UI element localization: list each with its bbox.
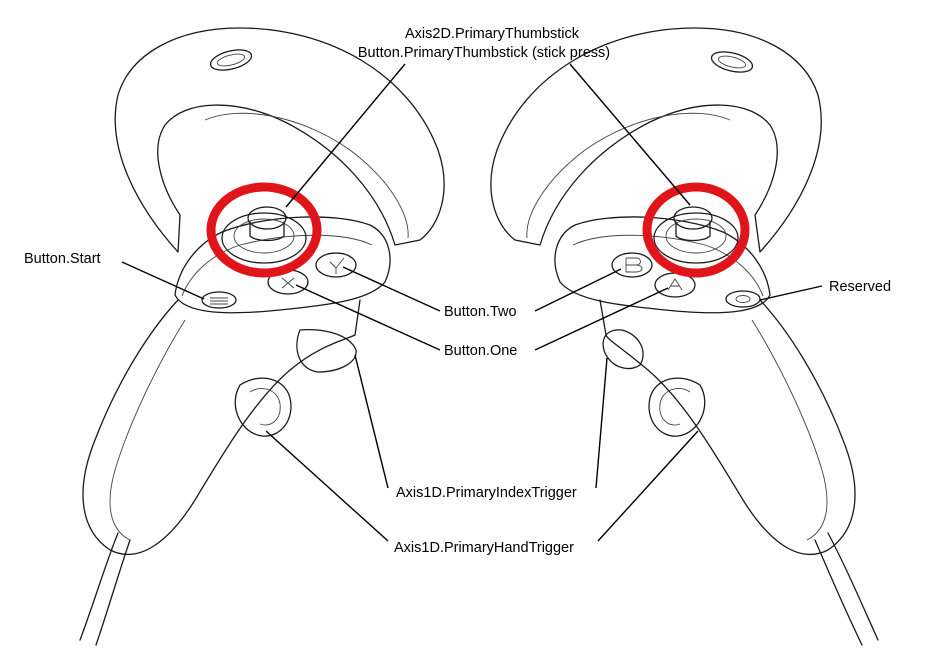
- left-ring-oval: [209, 49, 253, 71]
- leader-index-left: [354, 354, 389, 489]
- right-thumbstick-base: [653, 212, 739, 264]
- right-hand-trigger: [648, 377, 706, 437]
- right-grip: [599, 299, 856, 556]
- left-button-y: [315, 252, 357, 278]
- label-hand-trigger: Axis1D.PrimaryHandTrigger: [394, 540, 574, 556]
- left-cable: [79, 532, 131, 646]
- left-face-plate: [174, 216, 391, 314]
- left-tracking-ring: [114, 27, 445, 253]
- leader-start: [121, 261, 205, 300]
- label-start: Button.Start: [24, 251, 101, 267]
- right-thumbstick-cap: [673, 206, 713, 230]
- leader-thumbstick-right: [569, 63, 691, 206]
- right-tracking-ring: [490, 27, 822, 253]
- right-ring-oval: [710, 51, 754, 73]
- label-reserved: Reserved: [829, 279, 891, 295]
- leader-button-one-right: [534, 287, 669, 351]
- leader-button-two-right: [534, 268, 622, 312]
- leader-hand-left: [265, 430, 389, 542]
- label-button-one: Button.One: [444, 343, 517, 359]
- left-controller: [79, 27, 445, 646]
- label-thumbstick-press: Button.PrimaryThumbstick (stick press): [358, 45, 610, 61]
- leader-hand-right: [597, 430, 699, 542]
- left-menu-button: [201, 291, 237, 309]
- right-button-b: [611, 252, 653, 278]
- leader-thumbstick-left: [285, 63, 406, 208]
- label-thumbstick-axis: Axis2D.PrimaryThumbstick: [405, 26, 580, 42]
- left-grip: [82, 299, 361, 556]
- right-index-trigger: [602, 329, 644, 370]
- left-hand-trigger: [234, 377, 292, 437]
- leader-index-right: [595, 357, 608, 489]
- right-controller: [490, 27, 879, 646]
- label-index-trigger: Axis1D.PrimaryIndexTrigger: [396, 485, 577, 501]
- left-thumbstick-base: [221, 212, 307, 264]
- label-button-two: Button.Two: [444, 304, 517, 320]
- right-oculus-button: [725, 290, 761, 308]
- left-index-trigger: [296, 329, 357, 373]
- leader-reserved: [759, 285, 823, 301]
- right-cable: [814, 532, 879, 646]
- left-thumbstick-highlight: [206, 182, 322, 278]
- right-thumbstick-highlight: [642, 182, 750, 278]
- left-thumbstick-cap: [247, 206, 287, 230]
- leader-button-one-left: [295, 284, 441, 351]
- leader-button-two-left: [342, 266, 441, 312]
